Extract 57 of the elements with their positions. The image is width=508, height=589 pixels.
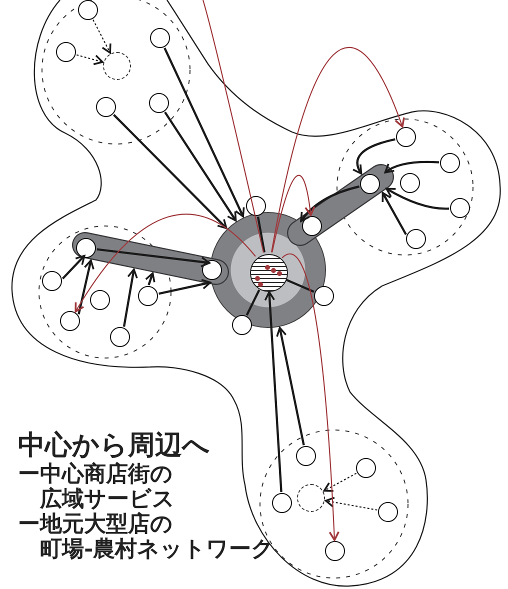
subheading-text: ー地元大型店の町場-農村ネットワーク	[18, 512, 276, 562]
curved-arrow	[272, 175, 316, 253]
striped-core	[250, 254, 288, 292]
circle-node	[406, 229, 426, 249]
arrow	[113, 114, 228, 230]
circle-node	[246, 196, 266, 216]
curved-arrow	[352, 138, 396, 174]
circle-node	[356, 458, 376, 478]
curved-arrow	[384, 160, 440, 174]
circle-node	[60, 311, 80, 331]
curved-arrow	[386, 188, 450, 210]
arrow	[62, 254, 86, 280]
arrow	[276, 326, 305, 446]
circle-node	[378, 502, 398, 522]
dotted-arrow	[76, 54, 104, 66]
dashed-circle-node	[103, 52, 131, 80]
connector-line	[202, 0, 264, 253]
circle-node	[272, 493, 292, 513]
circle-node	[325, 541, 345, 561]
circle-node	[42, 271, 62, 291]
arrow	[96, 248, 210, 268]
circle-node	[232, 315, 252, 335]
circle-node	[90, 290, 110, 310]
circle-node	[150, 28, 170, 48]
circle-node	[56, 42, 76, 62]
arrow	[164, 48, 245, 218]
arrow	[158, 278, 212, 295]
circle-node	[396, 127, 416, 147]
circle-node	[110, 327, 130, 347]
corridor-bar	[72, 232, 229, 285]
circle-node	[149, 93, 169, 113]
circle-node	[314, 286, 334, 306]
circle-node	[400, 173, 420, 193]
circle-node	[78, 0, 98, 20]
corridor-bar	[287, 164, 394, 246]
heading: 中心から周辺へ	[18, 430, 210, 462]
curved-arrow	[74, 214, 256, 312]
arrow	[164, 112, 237, 222]
subheading-text: ー中心商店街の広域サービス	[18, 462, 176, 512]
circle-node	[296, 446, 316, 466]
curved-arrow	[270, 48, 405, 252]
dotted-arrow	[324, 496, 378, 511]
curved-arrow	[282, 254, 340, 541]
arrow	[122, 268, 138, 327]
circle-node	[96, 97, 116, 117]
arrow	[382, 192, 407, 236]
arrow	[264, 291, 282, 492]
dotted-arrow	[92, 20, 112, 54]
arrow	[78, 260, 94, 315]
connector-line	[286, 278, 314, 293]
dotted-arrow	[323, 472, 357, 492]
circle-node	[138, 286, 158, 306]
curved-arrow	[300, 185, 360, 222]
arrow	[144, 272, 156, 286]
connector-line	[256, 216, 266, 252]
circle-node	[450, 198, 470, 218]
circle-node	[440, 153, 460, 173]
